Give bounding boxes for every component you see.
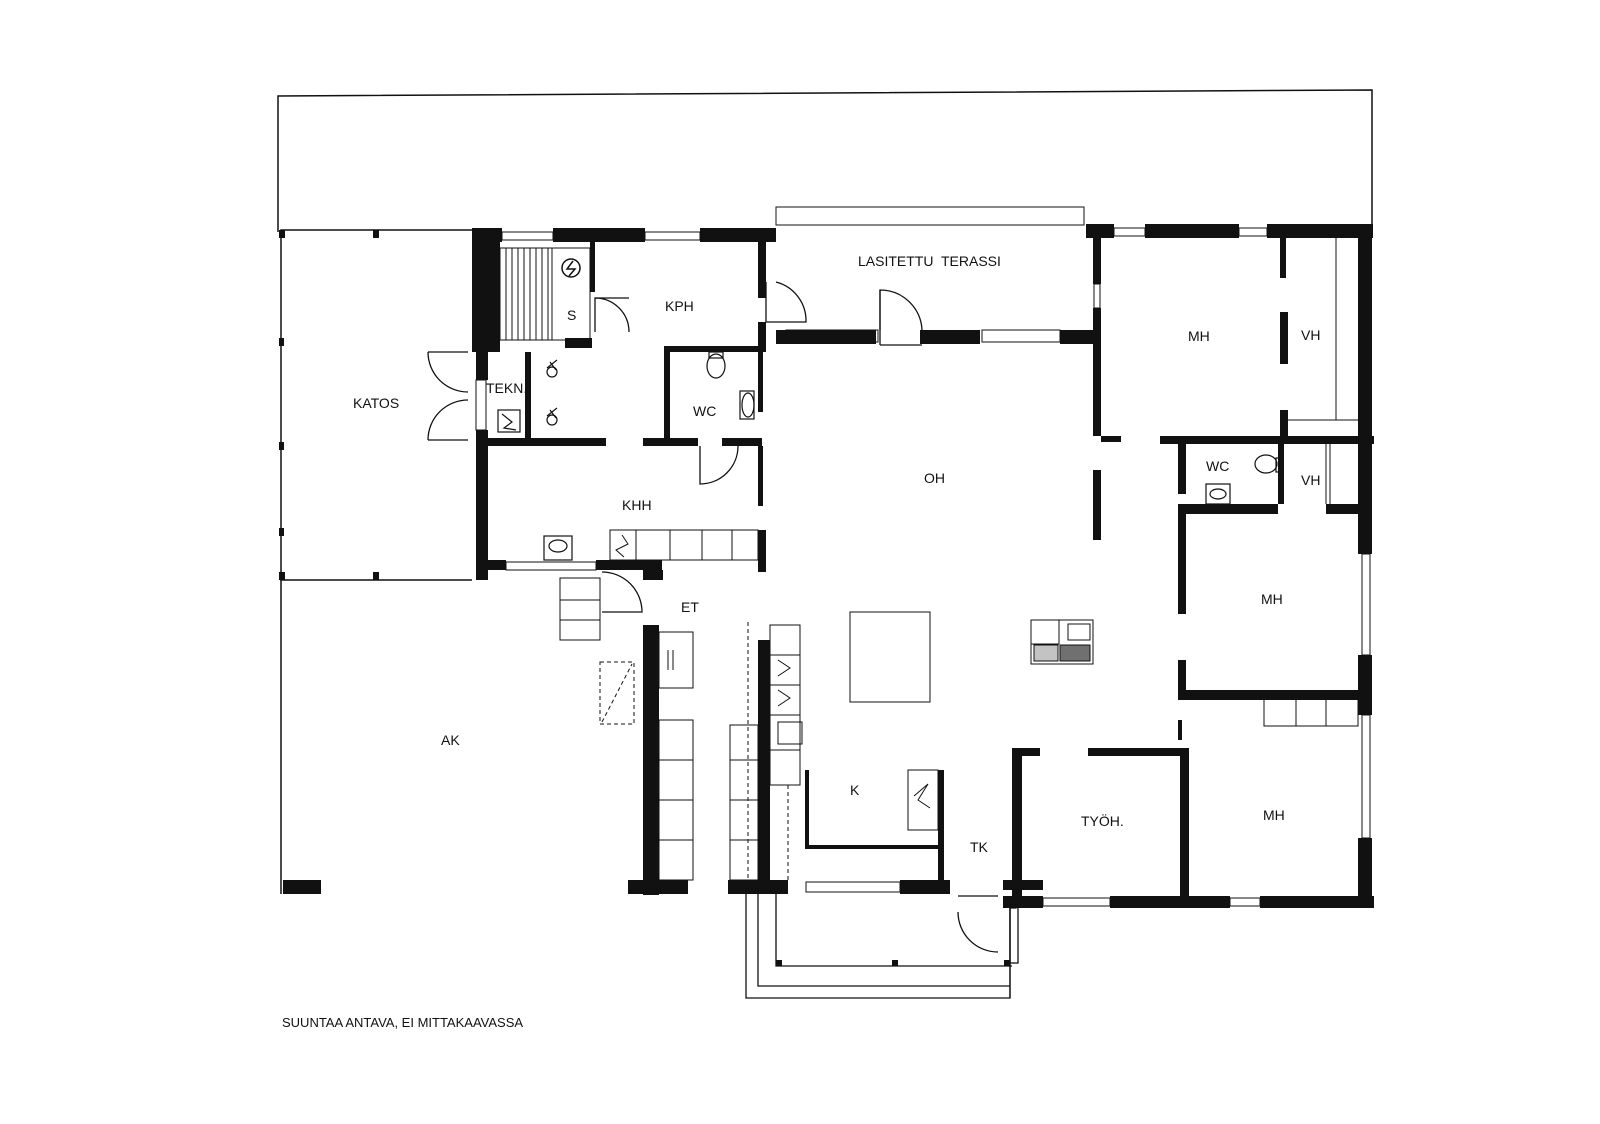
room-label-wc-right: WC xyxy=(1206,458,1229,474)
sanitary-fixtures xyxy=(497,351,1281,561)
room-label-mh-mid: MH xyxy=(1261,591,1283,607)
room-label-mh-bottom: MH xyxy=(1263,807,1285,823)
room-label-kph: KPH xyxy=(665,298,694,314)
room-labels: LASITETTU TERASSI KPH S TEKN. KATOS WC K… xyxy=(353,253,1320,855)
room-label-wc-left: WC xyxy=(693,403,716,419)
room-label-vh-mid: VH xyxy=(1301,472,1320,488)
roof-outline xyxy=(277,89,1373,232)
walls xyxy=(283,224,1374,908)
room-label-khh: KHH xyxy=(622,497,652,513)
scale-note: SUUNTAA ANTAVA, EI MITTAKAAVASSA xyxy=(282,1015,524,1030)
sauna-benches xyxy=(499,247,591,341)
room-label-k: K xyxy=(850,782,860,798)
room-label-tyoh: TYÖH. xyxy=(1081,812,1124,829)
room-label-katos: KATOS xyxy=(353,395,399,411)
room-label-et: ET xyxy=(681,599,699,615)
room-label-tk: TK xyxy=(970,839,989,855)
doors xyxy=(427,281,999,953)
cabinets xyxy=(559,529,1359,881)
carport-posts xyxy=(279,230,379,580)
room-label-vh-top: VH xyxy=(1301,327,1320,343)
room-label-mh-top: MH xyxy=(1188,328,1210,344)
porch-posts xyxy=(776,960,1010,966)
windows xyxy=(475,206,1371,907)
sauna-stove-icon xyxy=(561,258,581,278)
carport-outline xyxy=(280,229,472,894)
room-label-lasitettu-terassi: LASITETTU TERASSI xyxy=(858,253,1001,269)
room-label-sauna: S xyxy=(567,307,576,323)
room-label-oh: OH xyxy=(924,470,945,486)
room-label-tekn: TEKN. xyxy=(486,380,527,396)
room-label-ak: AK xyxy=(441,732,460,748)
closet-lines xyxy=(1288,238,1358,504)
